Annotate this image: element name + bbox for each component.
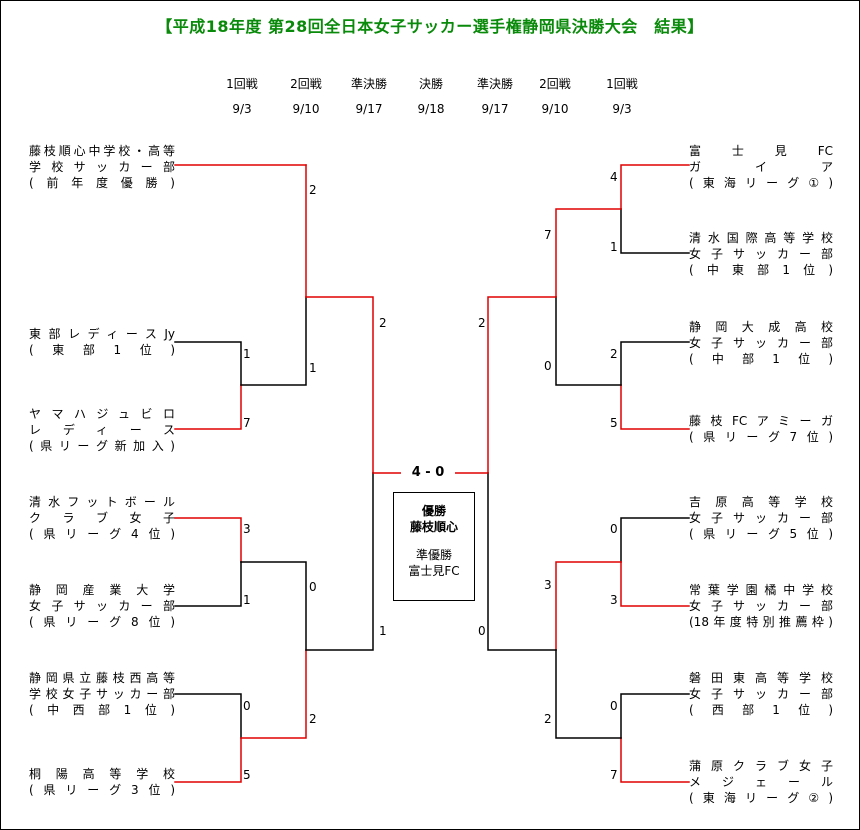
line-r-team4 xyxy=(620,384,690,430)
team-right-4: 藤枝FCアミーガ(県リーグ7位) xyxy=(689,414,833,444)
team-right-3: 静岡大成高校女子サッカー部(中部1位) xyxy=(689,320,833,366)
team-right-2: 清水国際高等学校女子サッカー部(中東部1位) xyxy=(689,231,833,277)
runner-up-name: 富士見FC xyxy=(408,564,460,578)
line-l-r2c xyxy=(240,649,307,739)
team-right-6: 常葉学園橘中学校女子サッカー部(18年度特別推薦枠) xyxy=(689,583,833,629)
score-r-r1-6: 3 xyxy=(610,593,618,607)
score-r-r2-3: 3 xyxy=(544,578,552,592)
champion-label: 優勝 xyxy=(421,504,446,518)
line-r-r2a xyxy=(555,208,622,298)
line-r-r2c xyxy=(555,561,622,651)
line-l-r2b xyxy=(240,561,307,651)
line-r-r2b xyxy=(555,296,622,386)
score-l-r1-1: 1 xyxy=(243,347,251,361)
score-r-r2-4: 2 xyxy=(544,712,552,726)
line-r-team5 xyxy=(620,517,690,563)
score-r-r2-2: 0 xyxy=(544,359,552,373)
line-l-r2a xyxy=(240,296,307,386)
score-l-r1-4: 1 xyxy=(243,593,251,607)
page-title: 【平成18年度 第28回全日本女子サッカー選手権静岡県決勝大会 結果】 xyxy=(156,17,704,36)
score-l-r1-2: 7 xyxy=(243,416,251,430)
score-r-r2-1: 7 xyxy=(544,228,552,242)
line-r-team7 xyxy=(620,693,690,739)
score-r-r1-1: 4 xyxy=(610,170,618,184)
score-r-r1-7: 0 xyxy=(610,699,618,713)
score-r-r1-3: 2 xyxy=(610,347,618,361)
line-l-team2 xyxy=(174,341,242,386)
score-l-r2-4: 2 xyxy=(309,712,317,726)
champion-name: 藤枝順心 xyxy=(409,520,458,534)
score-l-r1-3: 3 xyxy=(243,522,251,536)
score-r-sf-1: 2 xyxy=(478,316,486,330)
team-left-7: 桐陽高等学校(県リーグ3位) xyxy=(29,767,175,797)
team-right-7: 磐田東高等学校女子サッカー部(西部1位) xyxy=(689,671,833,717)
team-right-8: 蒲原クラブ女子メジェール(東海リーグ②) xyxy=(689,759,833,805)
score-l-sf-1: 2 xyxy=(379,316,387,330)
team-right-5: 吉原高等学校女子サッカー部(県リーグ5位) xyxy=(689,495,833,541)
line-r-team1 xyxy=(620,164,690,210)
line-l-team5 xyxy=(174,561,242,607)
line-r-r2d xyxy=(555,649,622,739)
runner-up-label: 準優勝 xyxy=(415,548,452,562)
line-l-team4 xyxy=(174,517,242,563)
score-l-r1-6: 5 xyxy=(243,768,251,782)
score-l-r1-5: 0 xyxy=(243,699,251,713)
line-l-team6 xyxy=(174,693,242,739)
score-l-r2-3: 0 xyxy=(309,580,317,594)
team-left-6: 静岡県立藤枝西高等学校女子サッカー部(中西部1位) xyxy=(29,671,175,717)
team-left-2: 東部レディースJy(東部1位) xyxy=(29,327,175,357)
line-r-team3 xyxy=(620,341,690,386)
score-r-r1-5: 0 xyxy=(610,522,618,536)
line-l-team3 xyxy=(174,384,242,430)
team-left-3: ヤマハジュビロレディース(県リーグ新加入) xyxy=(29,407,175,453)
line-r-sf-top xyxy=(487,296,557,474)
score-r-r1-8: 7 xyxy=(610,768,618,782)
score-r-sf-2: 0 xyxy=(478,624,486,638)
team-left-1: 藤枝順心中学校・高等学校サッカー部(前年度優勝) xyxy=(29,144,175,190)
line-l-sf-bot xyxy=(305,472,374,651)
score-l-r2-2: 1 xyxy=(309,361,317,375)
score-l-r2-1: 2 xyxy=(309,183,317,197)
team-left-4: 清水フットボールクラブ女子(県リーグ4位) xyxy=(29,495,175,541)
score-l-sf-2: 1 xyxy=(379,624,387,638)
line-r-team6 xyxy=(620,561,690,607)
final-score: 4 - 0 xyxy=(401,465,455,480)
line-l-sf-top xyxy=(305,296,374,474)
line-l-team7 xyxy=(174,737,242,783)
team-left-5: 静岡産業大学女子サッカー部(県リーグ8位) xyxy=(29,583,175,629)
score-r-r1-4: 5 xyxy=(610,416,618,430)
line-r-team2 xyxy=(620,208,690,254)
score-r-r1-2: 1 xyxy=(610,240,618,254)
result-box: 優勝 藤枝順心 準優勝 富士見FC xyxy=(393,492,475,601)
line-r-sf-bot xyxy=(487,472,557,651)
line-r-team8 xyxy=(620,737,690,783)
